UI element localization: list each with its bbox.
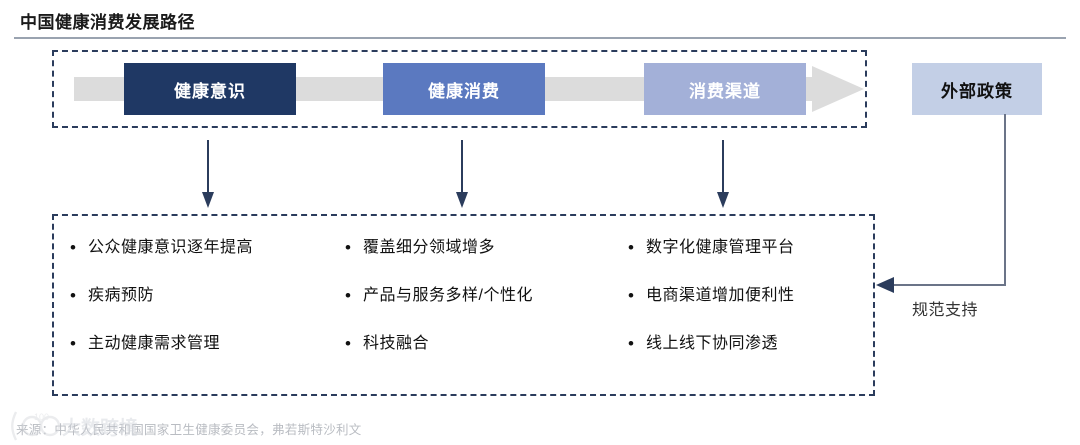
bullet-icon: • bbox=[345, 334, 351, 353]
page-title: 中国健康消费发展路径 bbox=[20, 13, 195, 32]
list-item-label: 公众健康意识逐年提高 bbox=[88, 239, 254, 256]
bullet-icon: • bbox=[70, 334, 76, 353]
bullet-icon: • bbox=[345, 238, 351, 257]
flow-stage-label: 健康消费 bbox=[428, 81, 500, 101]
detail-list-container bbox=[52, 214, 875, 396]
detail-column-health-awareness: • 公众健康意识逐年提高 • 疾病预防 • 主动健康需求管理 bbox=[70, 236, 342, 380]
bullet-icon: • bbox=[70, 286, 76, 305]
detail-column-health-consumption: • 覆盖细分领域增多 • 产品与服务多样/个性化 • 科技融合 bbox=[345, 236, 625, 380]
list-item-label: 数字化健康管理平台 bbox=[646, 239, 795, 256]
list-item: • 疾病预防 bbox=[70, 284, 342, 332]
source-note: 来源：中华人民共和国国家卫生健康委员会，弗若斯特沙利文 bbox=[16, 423, 362, 437]
bullet-icon: • bbox=[70, 238, 76, 257]
policy-feedback-label: 规范支持 bbox=[912, 302, 979, 319]
connector-down-arrow-icon bbox=[717, 140, 729, 208]
external-policy-label: 外部政策 bbox=[941, 81, 1013, 101]
connector-down-arrow-icon bbox=[202, 140, 214, 208]
list-item-label: 主动健康需求管理 bbox=[88, 335, 221, 352]
flow-stage-health-awareness[interactable]: 健康意识 bbox=[124, 63, 296, 115]
list-item: • 科技融合 bbox=[345, 332, 625, 380]
list-item-label: 产品与服务多样/个性化 bbox=[363, 287, 533, 304]
list-item: • 覆盖细分领域增多 bbox=[345, 236, 625, 284]
list-item-label: 电商渠道增加便利性 bbox=[646, 287, 795, 304]
list-item: • 电商渠道增加便利性 bbox=[628, 284, 878, 332]
list-item-label: 线上线下协同渗透 bbox=[646, 335, 779, 352]
flow-stage-health-consumption[interactable]: 健康消费 bbox=[383, 63, 545, 115]
flow-stage-label: 健康意识 bbox=[174, 81, 246, 101]
list-item-label: 科技融合 bbox=[363, 335, 430, 352]
flow-stage-consumption-channel[interactable]: 消费渠道 bbox=[644, 63, 806, 115]
list-item-label: 疾病预防 bbox=[88, 287, 155, 304]
bullet-icon: • bbox=[628, 334, 634, 353]
bullet-icon: • bbox=[628, 238, 634, 257]
flow-arrow-head-icon bbox=[812, 66, 864, 112]
list-item: • 线上线下协同渗透 bbox=[628, 332, 878, 380]
list-item: • 产品与服务多样/个性化 bbox=[345, 284, 625, 332]
title-divider bbox=[14, 37, 1066, 39]
list-item: • 主动健康需求管理 bbox=[70, 332, 342, 380]
bullet-icon: • bbox=[345, 286, 351, 305]
bullet-icon: • bbox=[628, 286, 634, 305]
external-policy-box[interactable]: 外部政策 bbox=[912, 63, 1042, 115]
list-item-label: 覆盖细分领域增多 bbox=[363, 239, 496, 256]
list-item: • 数字化健康管理平台 bbox=[628, 236, 878, 284]
policy-feedback-arrow-icon bbox=[876, 114, 1006, 293]
flow-stage-label: 消费渠道 bbox=[689, 81, 761, 101]
connector-down-arrow-icon bbox=[456, 140, 468, 208]
detail-column-consumption-channel: • 数字化健康管理平台 • 电商渠道增加便利性 • 线上线下协同渗透 bbox=[628, 236, 878, 380]
flow-stage-container bbox=[52, 50, 867, 128]
list-item: • 公众健康意识逐年提高 bbox=[70, 236, 342, 284]
